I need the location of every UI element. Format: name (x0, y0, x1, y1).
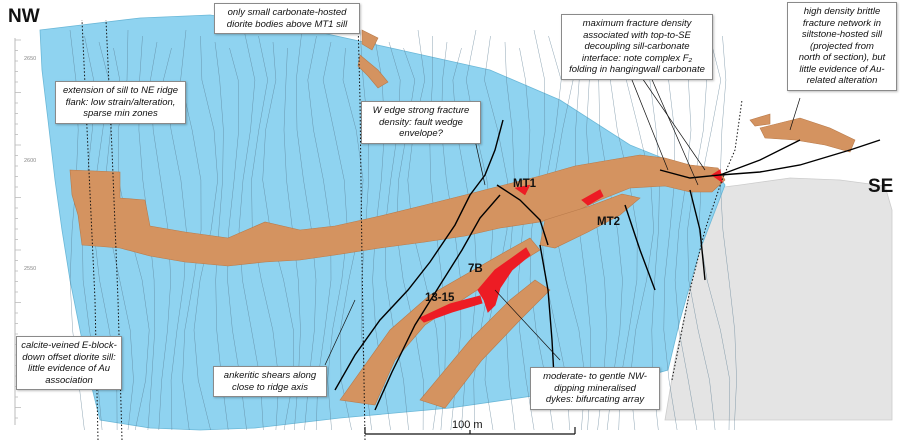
scale-bar-label: 100 m (452, 419, 483, 431)
se-label: SE (868, 176, 894, 197)
bedding-trace (227, 47, 247, 431)
bedding-trace (626, 47, 654, 431)
nw-label: NW (8, 6, 40, 27)
red-mt2 (581, 189, 604, 206)
fault-b (374, 194, 501, 411)
bedding-trace (586, 29, 608, 431)
bedding-trace (529, 29, 554, 431)
fault-se-2 (719, 139, 881, 176)
annotation-max-fracture: maximum fracture density associated with… (561, 14, 713, 80)
bedding-trace (541, 35, 570, 431)
annotation-moderate-gentle: moderate- to gentle NW- dipping minerali… (530, 367, 660, 410)
bedding-trace (649, 29, 660, 431)
bedding-trace (610, 41, 638, 431)
bedding-trace (674, 41, 698, 431)
elevation-2650: 2650 (24, 56, 37, 62)
small-body-lower (357, 54, 389, 89)
red-mt1 (514, 184, 531, 196)
elevation-2550: 2550 (24, 266, 37, 272)
leader-lines (324, 74, 801, 366)
small-body-upper (361, 29, 379, 51)
bedding-trace (687, 47, 716, 431)
bedding-trace (663, 35, 678, 431)
annotation-small-bodies: only small carbonate-hosted diorite bodi… (214, 3, 360, 34)
elevation-axis (14, 38, 21, 425)
zone-label-mt1: MT1 (513, 178, 536, 190)
se-sill-small (749, 113, 771, 127)
se-sill-top (759, 117, 856, 153)
annotation-calcite-veined: calcite-veined E-block- down offset dior… (16, 336, 122, 390)
mt2-sill-lobe (539, 193, 641, 249)
annotation-extension-sill: extension of sill to NE ridge flank: low… (55, 81, 186, 124)
bedding-trace (719, 35, 737, 431)
elevation-2600: 2600 (24, 158, 37, 164)
mineralised-zones (419, 169, 723, 323)
bedding-trace (518, 47, 535, 431)
bedding-trace (598, 35, 623, 431)
scale-bar (364, 427, 576, 435)
annotation-high-density: high density brittle fracture network in… (787, 2, 897, 91)
zone-label-mt2: MT2 (597, 216, 620, 228)
zone-label-7b: 7B (468, 263, 483, 275)
bedding-trace (214, 41, 229, 431)
main-sill (69, 154, 726, 267)
fault-a (334, 119, 504, 391)
annotation-ankeritic: ankeritic shears along close to ridge ax… (213, 366, 327, 397)
fault-f (496, 184, 549, 246)
bedding-trace (484, 35, 508, 431)
bedding-trace (698, 29, 731, 431)
annotation-w-edge: W edge strong fracture density: fault we… (361, 101, 481, 144)
lower-dyke-2 (419, 279, 551, 409)
bedding-trace (193, 35, 218, 431)
fault-d (624, 204, 656, 291)
red-dyke-1315 (419, 295, 483, 323)
red-dyke-7b (477, 247, 531, 313)
fault-e (689, 189, 706, 281)
zone-label-13-15: 13-15 (425, 292, 455, 304)
bedding-trace (238, 29, 264, 431)
bedding-trace (504, 41, 516, 431)
